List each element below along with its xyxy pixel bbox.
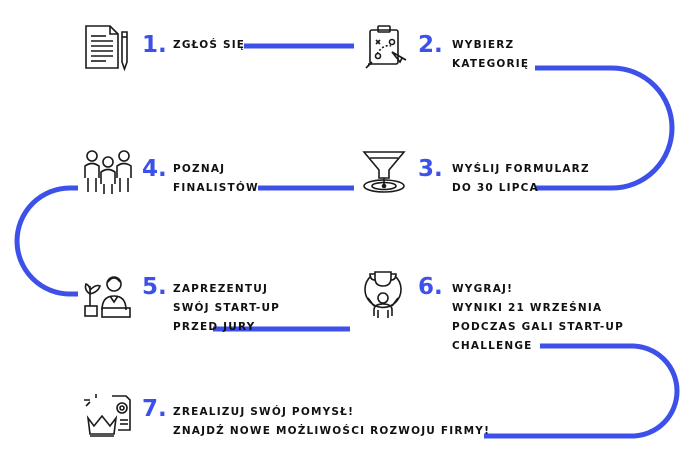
presenter-icon <box>82 270 134 320</box>
trophy-winner-icon <box>358 270 408 322</box>
step-3-number: 3. <box>418 156 443 182</box>
step-6-line-4: CHALLENGE <box>452 340 533 352</box>
connector-6-7 <box>484 343 680 439</box>
step-6-line-3: PODCZAS GALI START-UP <box>452 321 625 333</box>
step-4-line-2: FINALISTÓW <box>173 182 259 194</box>
step-5-number: 5. <box>142 274 167 300</box>
step-6-line-1: WYGRAJ! <box>452 283 514 295</box>
strategy-board-icon <box>362 24 410 72</box>
step-3-line-2: DO 30 LIPCA <box>452 182 539 194</box>
step-4-number: 4. <box>142 156 167 182</box>
step-7-text: ZREALIZUJ SWÓJ POMYSŁ! ZNAJDŹ NOWE MOŻLI… <box>173 403 490 441</box>
step-2-text: WYBIERZ KATEGORIĘ <box>452 36 529 74</box>
step-1-number: 1. <box>142 32 167 58</box>
step-6-number: 6. <box>418 274 443 300</box>
document-pen-icon <box>80 24 132 72</box>
step-2-line-1: WYBIERZ <box>452 39 515 51</box>
step-4-line-1: POZNAJ <box>173 163 226 175</box>
step-1-text: ZGŁOŚ SIĘ <box>173 36 245 55</box>
step-6-text: WYGRAJ! WYNIKI 21 WRZEŚNIA PODCZAS GALI … <box>452 280 624 356</box>
step-5-line-1: ZAPREZENTUJ <box>173 283 269 295</box>
connector-4-5 <box>14 185 78 297</box>
step-1-line-1: ZGŁOŚ SIĘ <box>173 39 246 51</box>
group-people-icon <box>82 148 134 196</box>
step-2-line-2: KATEGORIĘ <box>452 58 530 70</box>
step-7-number: 7. <box>142 396 167 422</box>
step-4-text: POZNAJ FINALISTÓW <box>173 160 259 198</box>
step-2-number: 2. <box>418 32 443 58</box>
crown-growth-icon <box>82 392 134 442</box>
step-5-line-3: PRZED JURY <box>173 321 256 333</box>
step-5-text: ZAPREZENTUJ SWÓJ START-UP PRZED JURY <box>173 280 280 337</box>
step-3-line-1: WYŚLIJ FORMULARZ <box>452 163 590 175</box>
connector-2-3 <box>535 65 675 191</box>
funnel-target-icon <box>360 148 410 196</box>
step-3-text: WYŚLIJ FORMULARZ DO 30 LIPCA <box>452 160 590 198</box>
step-7-line-2: ZNAJDŹ NOWE MOŻLIWOŚCI ROZWOJU FIRMY! <box>173 425 491 437</box>
step-6-line-2: WYNIKI 21 WRZEŚNIA <box>452 302 603 314</box>
step-5-line-2: SWÓJ START-UP <box>173 302 281 314</box>
step-7-line-1: ZREALIZUJ SWÓJ POMYSŁ! <box>173 406 355 418</box>
